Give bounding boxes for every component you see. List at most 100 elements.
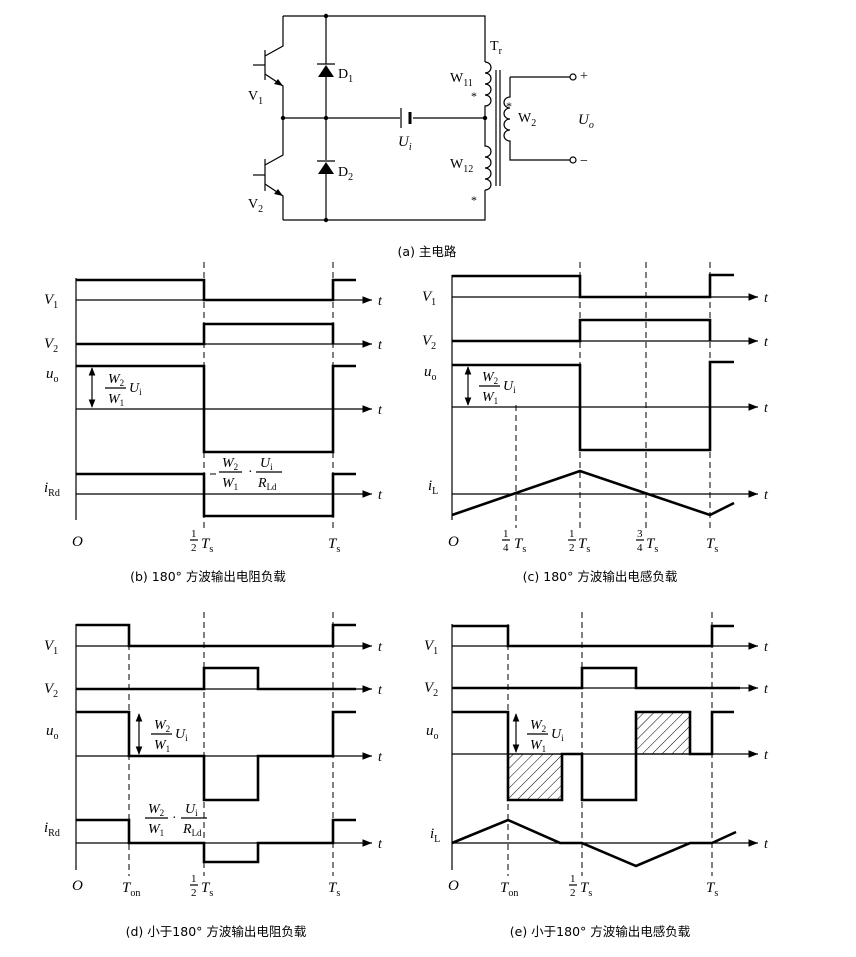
label-d1: D1 [338,67,353,85]
axis-label-t: t [378,837,383,852]
svg-text:·: · [248,465,253,480]
svg-text:1: 1 [191,873,197,885]
svg-text:W2: W2 [154,718,170,734]
svg-text:Ui: Ui [175,727,188,743]
svg-text:1: 1 [503,528,509,540]
svg-text:W2: W2 [108,372,124,388]
label-tr: Tr [490,39,503,57]
label-minus: − [580,154,588,169]
amplitude-label: W2 W1 Ui [105,372,142,408]
svg-text:1: 1 [570,873,576,885]
bottom-rail [283,190,486,221]
tick-ton: Ton [122,880,140,899]
tick-period: Ts [706,880,718,899]
tick-half-period: 1 2 Ts [190,873,213,899]
label-v2: V2 [248,197,263,215]
label-w12: W12 [450,157,473,175]
row-label-uo: uo [426,723,439,742]
v1-waveform [452,624,734,648]
dot-w2: * [506,99,512,113]
row-label-v2: V2 [422,333,436,352]
svg-text:W1: W1 [482,390,498,406]
panel-c: V1 V2 uo iL t t t t O W2 W1 Ui 1 4 Ts 1 … [422,262,769,584]
origin-label: O [448,878,459,894]
axis-label-t: t [764,682,769,697]
row-label-v1: V1 [422,289,436,308]
label-ui: Ui [398,134,412,153]
row-label-v2: V2 [44,681,58,700]
svg-text:Ui: Ui [129,381,142,397]
row-label-il: iL [428,478,438,497]
v1-waveform [76,278,356,302]
current-amplitude-label: W2 W1 · Ui RLd [210,456,282,492]
label-plus: + [580,69,588,84]
v1-waveform [76,623,356,648]
axis-label-t: t [764,401,769,416]
origin-label: O [72,878,83,894]
row-label-uo: uo [46,366,59,385]
svg-text:RLd: RLd [182,822,202,838]
axis-label-t: t [378,338,383,353]
axis-label-t: t [764,837,769,852]
row-label-v1: V1 [424,638,438,657]
svg-text:·: · [172,811,177,826]
amplitude-label: W2 W1 Ui [479,370,516,406]
axis-label-t: t [764,291,769,306]
output-terminal-minus [569,156,577,164]
hatched-energy-region [507,753,563,801]
tick-three-quarter-period: 3 4 Ts [636,528,658,555]
transistor-v1 [253,16,284,118]
label-v1: V1 [248,89,263,107]
axis-label-t: t [378,488,383,503]
uo-waveform [452,360,734,452]
svg-text:4: 4 [503,542,509,554]
row-label-v2: V2 [424,680,438,699]
svg-text:W1: W1 [148,822,164,838]
dot-w12: * [471,193,477,207]
svg-text:2: 2 [570,887,576,899]
row-label-il: iL [430,826,440,845]
label-w11: W11 [450,71,473,89]
svg-text:W1: W1 [530,738,546,754]
tick-half-period: 1 2 Ts [569,873,592,899]
main-circuit: V1 V2 D1 D2 Tr W11 W12 W2 Ui Uo + − * * … [248,13,594,259]
svg-text:W2: W2 [222,456,238,472]
axis-label-t: t [764,335,769,350]
row-label-uo: uo [424,364,437,383]
diode-d1 [317,13,335,121]
ird-waveform [76,818,356,864]
ird-waveform [76,472,356,518]
tick-ton: Ton [500,880,518,899]
axis-label-t: t [764,488,769,503]
v2-waveform [452,666,740,690]
svg-text:Ui: Ui [503,379,516,395]
svg-text:1: 1 [569,528,575,540]
svg-text:Ts: Ts [201,880,213,899]
amplitude-label: W2 W1 Ui [527,718,564,754]
winding-w12 [482,115,492,191]
label-uo: Uo [578,112,594,131]
origin-label: O [72,534,83,550]
axis-label-t: t [378,640,383,655]
panel-d: V1 V2 uo iRd t t t t O W2 W1 Ui W2 W1 · … [44,612,383,939]
tick-period: Ts [328,536,340,555]
tick-half-period: 1 2 Ts [190,528,213,555]
svg-text:Ts: Ts [580,880,592,899]
svg-text:2: 2 [569,542,575,554]
winding-w11 [484,61,492,118]
caption-e: (e) 小于180° 方波输出电感负载 [510,924,691,939]
tick-quarter-period: 1 4 Ts [502,528,526,555]
svg-text:Ui: Ui [185,802,198,818]
il-waveform [451,818,737,868]
svg-text:3: 3 [637,528,643,540]
panel-b: V1 V2 uo iRd t t t t O W2 W1 Ui W2 W1 · … [44,262,383,584]
svg-text:2: 2 [191,542,197,554]
tick-period: Ts [706,536,718,555]
svg-text:Ui: Ui [551,727,564,743]
v2-waveform [76,322,335,346]
svg-text:Ts: Ts [578,536,590,555]
amplitude-label: W2 W1 Ui [151,718,188,754]
row-label-ird: iRd [44,820,60,839]
caption-c: (c) 180° 方波输出电感负载 [523,569,678,584]
